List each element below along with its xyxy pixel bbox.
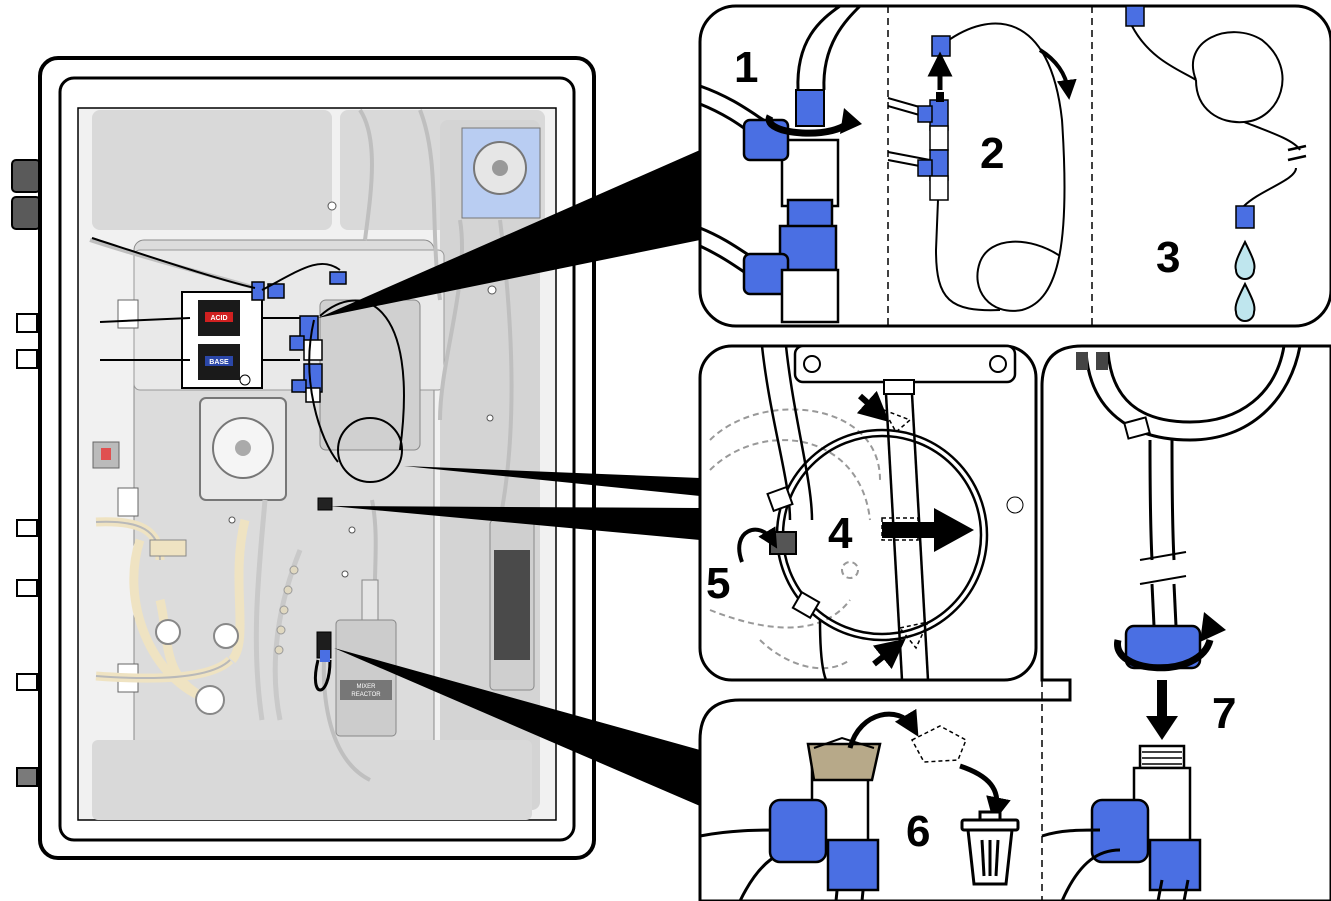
analyzer-enclosure: MIXER REACTOR ACID BASE bbox=[12, 58, 594, 858]
step-5-label: 5 bbox=[706, 559, 730, 608]
step-1-label: 1 bbox=[734, 43, 758, 92]
mixer-label-line2: REACTOR bbox=[351, 692, 381, 698]
detail-panel-steps-1-3: 1 2 bbox=[700, 6, 1331, 326]
acid-label: ACID bbox=[210, 315, 227, 322]
mixer-label-line1: MIXER bbox=[356, 684, 376, 690]
step-3-label: 3 bbox=[1156, 233, 1180, 282]
step-6-label: 6 bbox=[906, 807, 930, 856]
cable-gland bbox=[12, 160, 40, 786]
step-2-label: 2 bbox=[980, 129, 1004, 178]
step-7-label: 7 bbox=[1212, 689, 1236, 738]
detail-panel-steps-4-5: 4 5 bbox=[700, 346, 1036, 680]
step-4-label: 4 bbox=[828, 509, 853, 558]
base-label: BASE bbox=[209, 359, 229, 366]
